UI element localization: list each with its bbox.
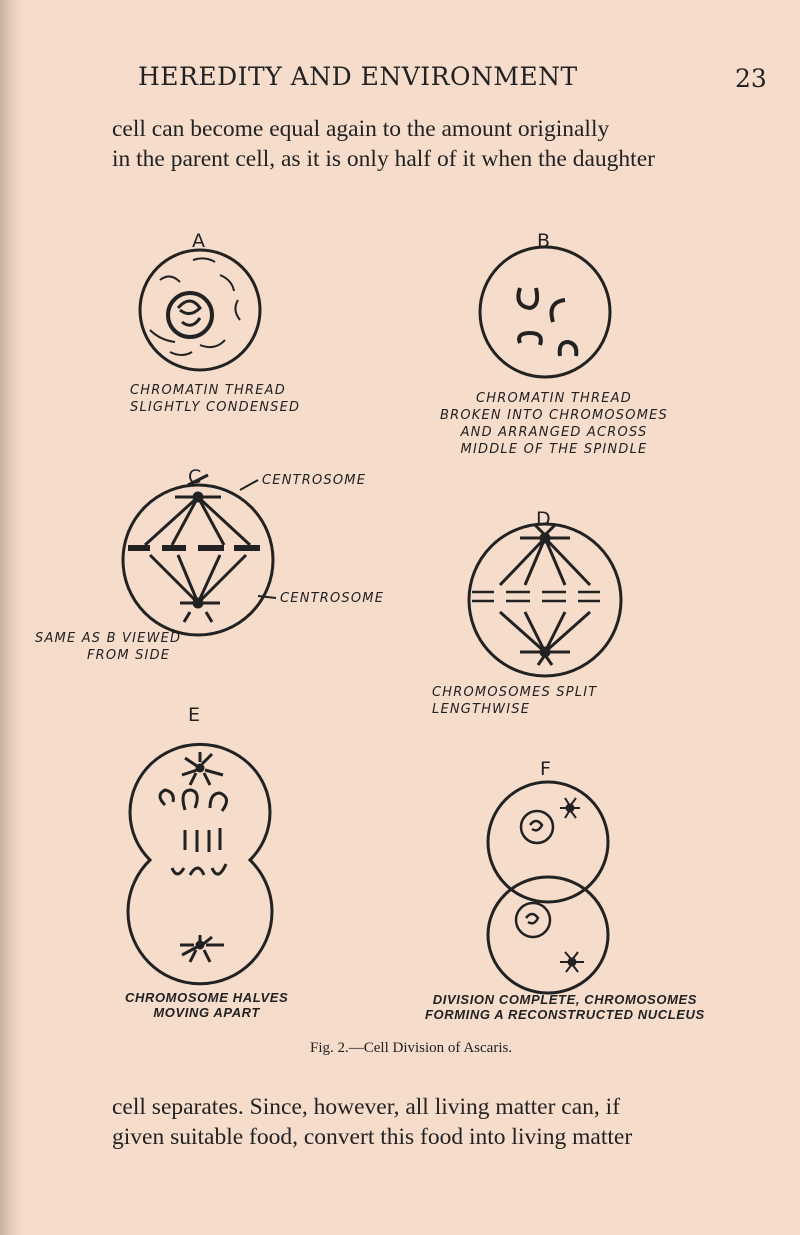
- cell-b-drawing: [478, 245, 612, 379]
- cell-f-drawing: [486, 780, 610, 995]
- figure-title: Fig. 2.—Cell Division of Ascaris.: [310, 1040, 513, 1056]
- panel-letter-b: B: [537, 230, 551, 252]
- body-line: in the parent cell, as it is only half o…: [112, 146, 655, 172]
- cell-d-drawing: [467, 522, 623, 678]
- caption-e: CHROMOSOME HALVES MOVING APART: [125, 990, 289, 1020]
- caption-a: CHROMATIN THREAD SLIGHTLY CONDENSED: [130, 383, 301, 415]
- panel-letter-d: D: [536, 508, 551, 530]
- running-header: HEREDITY AND ENVIRONMENT: [138, 62, 578, 91]
- label-centrosome-top: CENTROSOME: [262, 473, 367, 488]
- body-line: cell separates. Since, however, all livi…: [112, 1094, 621, 1120]
- cell-c-drawing: [121, 473, 277, 637]
- caption-f: DIVISION COMPLETE, CHROMOSOMES FORMING A…: [425, 992, 705, 1022]
- cell-e-drawing: [126, 742, 274, 986]
- body-line: cell can become equal again to the amoun…: [112, 116, 610, 142]
- panel-letter-f: F: [540, 758, 551, 780]
- caption-c: SAME AS B VIEWED FROM SIDE: [35, 631, 182, 663]
- panel-letter-a: A: [192, 230, 205, 252]
- caption-d: CHROMOSOMES SPLIT LENGTHWISE: [432, 685, 598, 717]
- label-centrosome-bottom: CENTROSOME: [280, 591, 385, 606]
- book-binding-edge: [0, 0, 22, 1235]
- cell-a-drawing: [138, 248, 262, 372]
- panel-letter-c: C: [188, 466, 202, 488]
- panel-letter-e: E: [188, 704, 201, 726]
- caption-b: CHROMATIN THREAD BROKEN INTO CHROMOSOMES…: [440, 391, 668, 457]
- body-line: given suitable food, convert this food i…: [112, 1124, 633, 1150]
- page-number: 23: [735, 64, 767, 93]
